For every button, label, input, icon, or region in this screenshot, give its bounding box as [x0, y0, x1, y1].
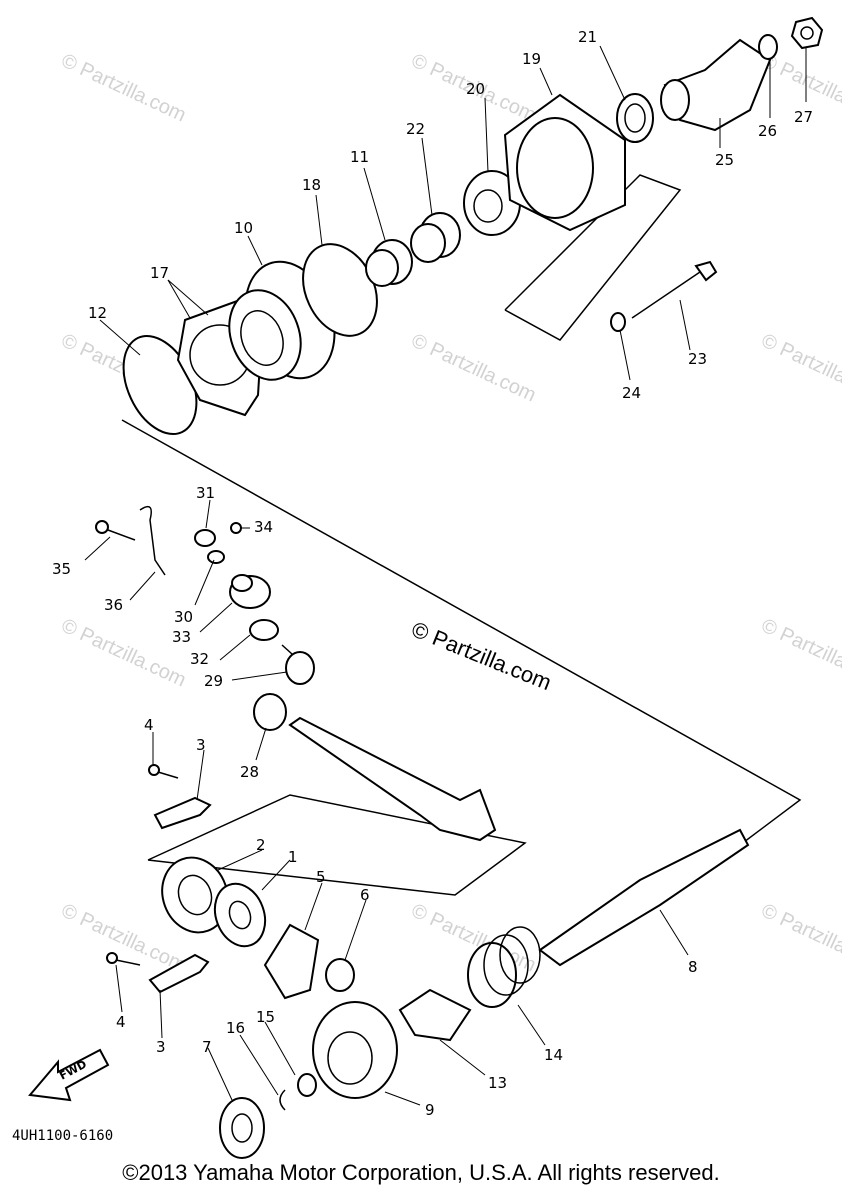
- part-35-bolt: [95, 520, 136, 541]
- part-33-housing: [229, 574, 271, 609]
- callout-32: 32: [190, 650, 209, 668]
- callout-18: 18: [302, 176, 321, 194]
- drive-shaft: [288, 716, 497, 842]
- watermark: © Partzilla.com: [758, 900, 842, 977]
- callout-8: 8: [688, 958, 698, 976]
- part-16-circlip: [279, 1089, 286, 1111]
- part-4-screw-upper: [148, 764, 179, 779]
- callout-labels: 1 2 3 3 4 4 5 6 7 8 9 10 11 12 13 14 15 …: [52, 28, 813, 1119]
- part-32-oring: [249, 619, 279, 641]
- part-23-bolt: [631, 260, 718, 319]
- callout-34: 34: [254, 518, 273, 536]
- callout-11: 11: [350, 148, 369, 166]
- callout-28: 28: [240, 763, 259, 781]
- callout-23: 23: [688, 350, 707, 368]
- part-3-plate-upper: [153, 796, 212, 830]
- assembly-lines: [121, 174, 802, 896]
- callout-12: 12: [88, 304, 107, 322]
- leader-lines: [84, 45, 807, 1106]
- callout-13: 13: [488, 1074, 507, 1092]
- part-20-bearing: [463, 170, 521, 236]
- callout-3: 3: [196, 736, 206, 754]
- callout-25: 25: [715, 151, 734, 169]
- part-13-clutch: [398, 988, 472, 1042]
- callout-27: 27: [794, 108, 813, 126]
- callout-29: 29: [204, 672, 223, 690]
- part-19-case: [503, 93, 626, 232]
- callout-10: 10: [234, 219, 253, 237]
- part-27-nut: [790, 16, 824, 50]
- callout-30: 30: [174, 608, 193, 626]
- part-31-washer: [194, 529, 216, 547]
- callout-33: 33: [172, 628, 191, 646]
- callout-6: 6: [360, 886, 370, 904]
- part-14-spring: [467, 926, 541, 1008]
- watermark: © Partzilla.com: [408, 330, 539, 407]
- copyright-text: ©2013 Yamaha Motor Corporation, U.S.A. A…: [122, 1160, 720, 1185]
- callout-21: 21: [578, 28, 597, 46]
- callout-14: 14: [544, 1046, 563, 1064]
- part-2-bearing: [161, 856, 229, 934]
- part-25-yoke: [660, 38, 772, 132]
- callout-19: 19: [522, 50, 541, 68]
- part-3-plate-lower: [148, 953, 210, 994]
- part-22-collar: [410, 212, 461, 263]
- part-30-washer: [207, 550, 225, 564]
- part-8-shaft: [538, 828, 750, 967]
- callout-9: 9: [425, 1101, 435, 1119]
- fwd-arrow-icon: FWD: [28, 1048, 110, 1102]
- callout-31: 31: [196, 484, 215, 502]
- part-24-washer: [610, 312, 626, 332]
- part-11-collar: [365, 239, 413, 287]
- watermark: © Partzilla.com: [58, 50, 189, 127]
- part-28-gear: [253, 693, 287, 731]
- callout-15: 15: [256, 1008, 275, 1026]
- callout-35: 35: [52, 560, 71, 578]
- callout-4: 4: [116, 1013, 126, 1031]
- callout-36: 36: [104, 596, 123, 614]
- main-watermark: © Partzilla.com: [408, 616, 555, 695]
- part-26-washer: [758, 34, 778, 60]
- part-4-screw-lower: [106, 952, 141, 966]
- part-15-washer: [297, 1073, 317, 1097]
- watermark: © Partzilla.com: [758, 330, 842, 407]
- watermark: © Partzilla.com: [758, 615, 842, 692]
- callout-20: 20: [466, 80, 485, 98]
- part-36-bracket: [139, 505, 166, 576]
- callout-1: 1: [288, 848, 298, 866]
- part-5-pinion: [263, 923, 320, 1000]
- part-29-gear: [281, 644, 315, 685]
- callout-16: 16: [226, 1019, 245, 1037]
- callout-17: 17: [150, 264, 169, 282]
- callout-24: 24: [622, 384, 641, 402]
- callout-4: 4: [144, 716, 154, 734]
- part-21-seal: [616, 93, 654, 143]
- callout-3: 3: [156, 1038, 166, 1056]
- part-9-ring-gear: [312, 1001, 398, 1099]
- callout-2: 2: [256, 836, 266, 854]
- watermark: © Partzilla.com: [58, 615, 189, 692]
- part-6-nut: [325, 958, 355, 992]
- callout-26: 26: [758, 122, 777, 140]
- callout-7: 7: [202, 1038, 212, 1056]
- callout-22: 22: [406, 120, 425, 138]
- part-1-shim: [213, 882, 267, 948]
- callout-5: 5: [316, 868, 326, 886]
- part-34-screw: [230, 522, 242, 534]
- part-7-bearing: [219, 1097, 265, 1159]
- diagram-code: 4UH1100-6160: [12, 1128, 113, 1144]
